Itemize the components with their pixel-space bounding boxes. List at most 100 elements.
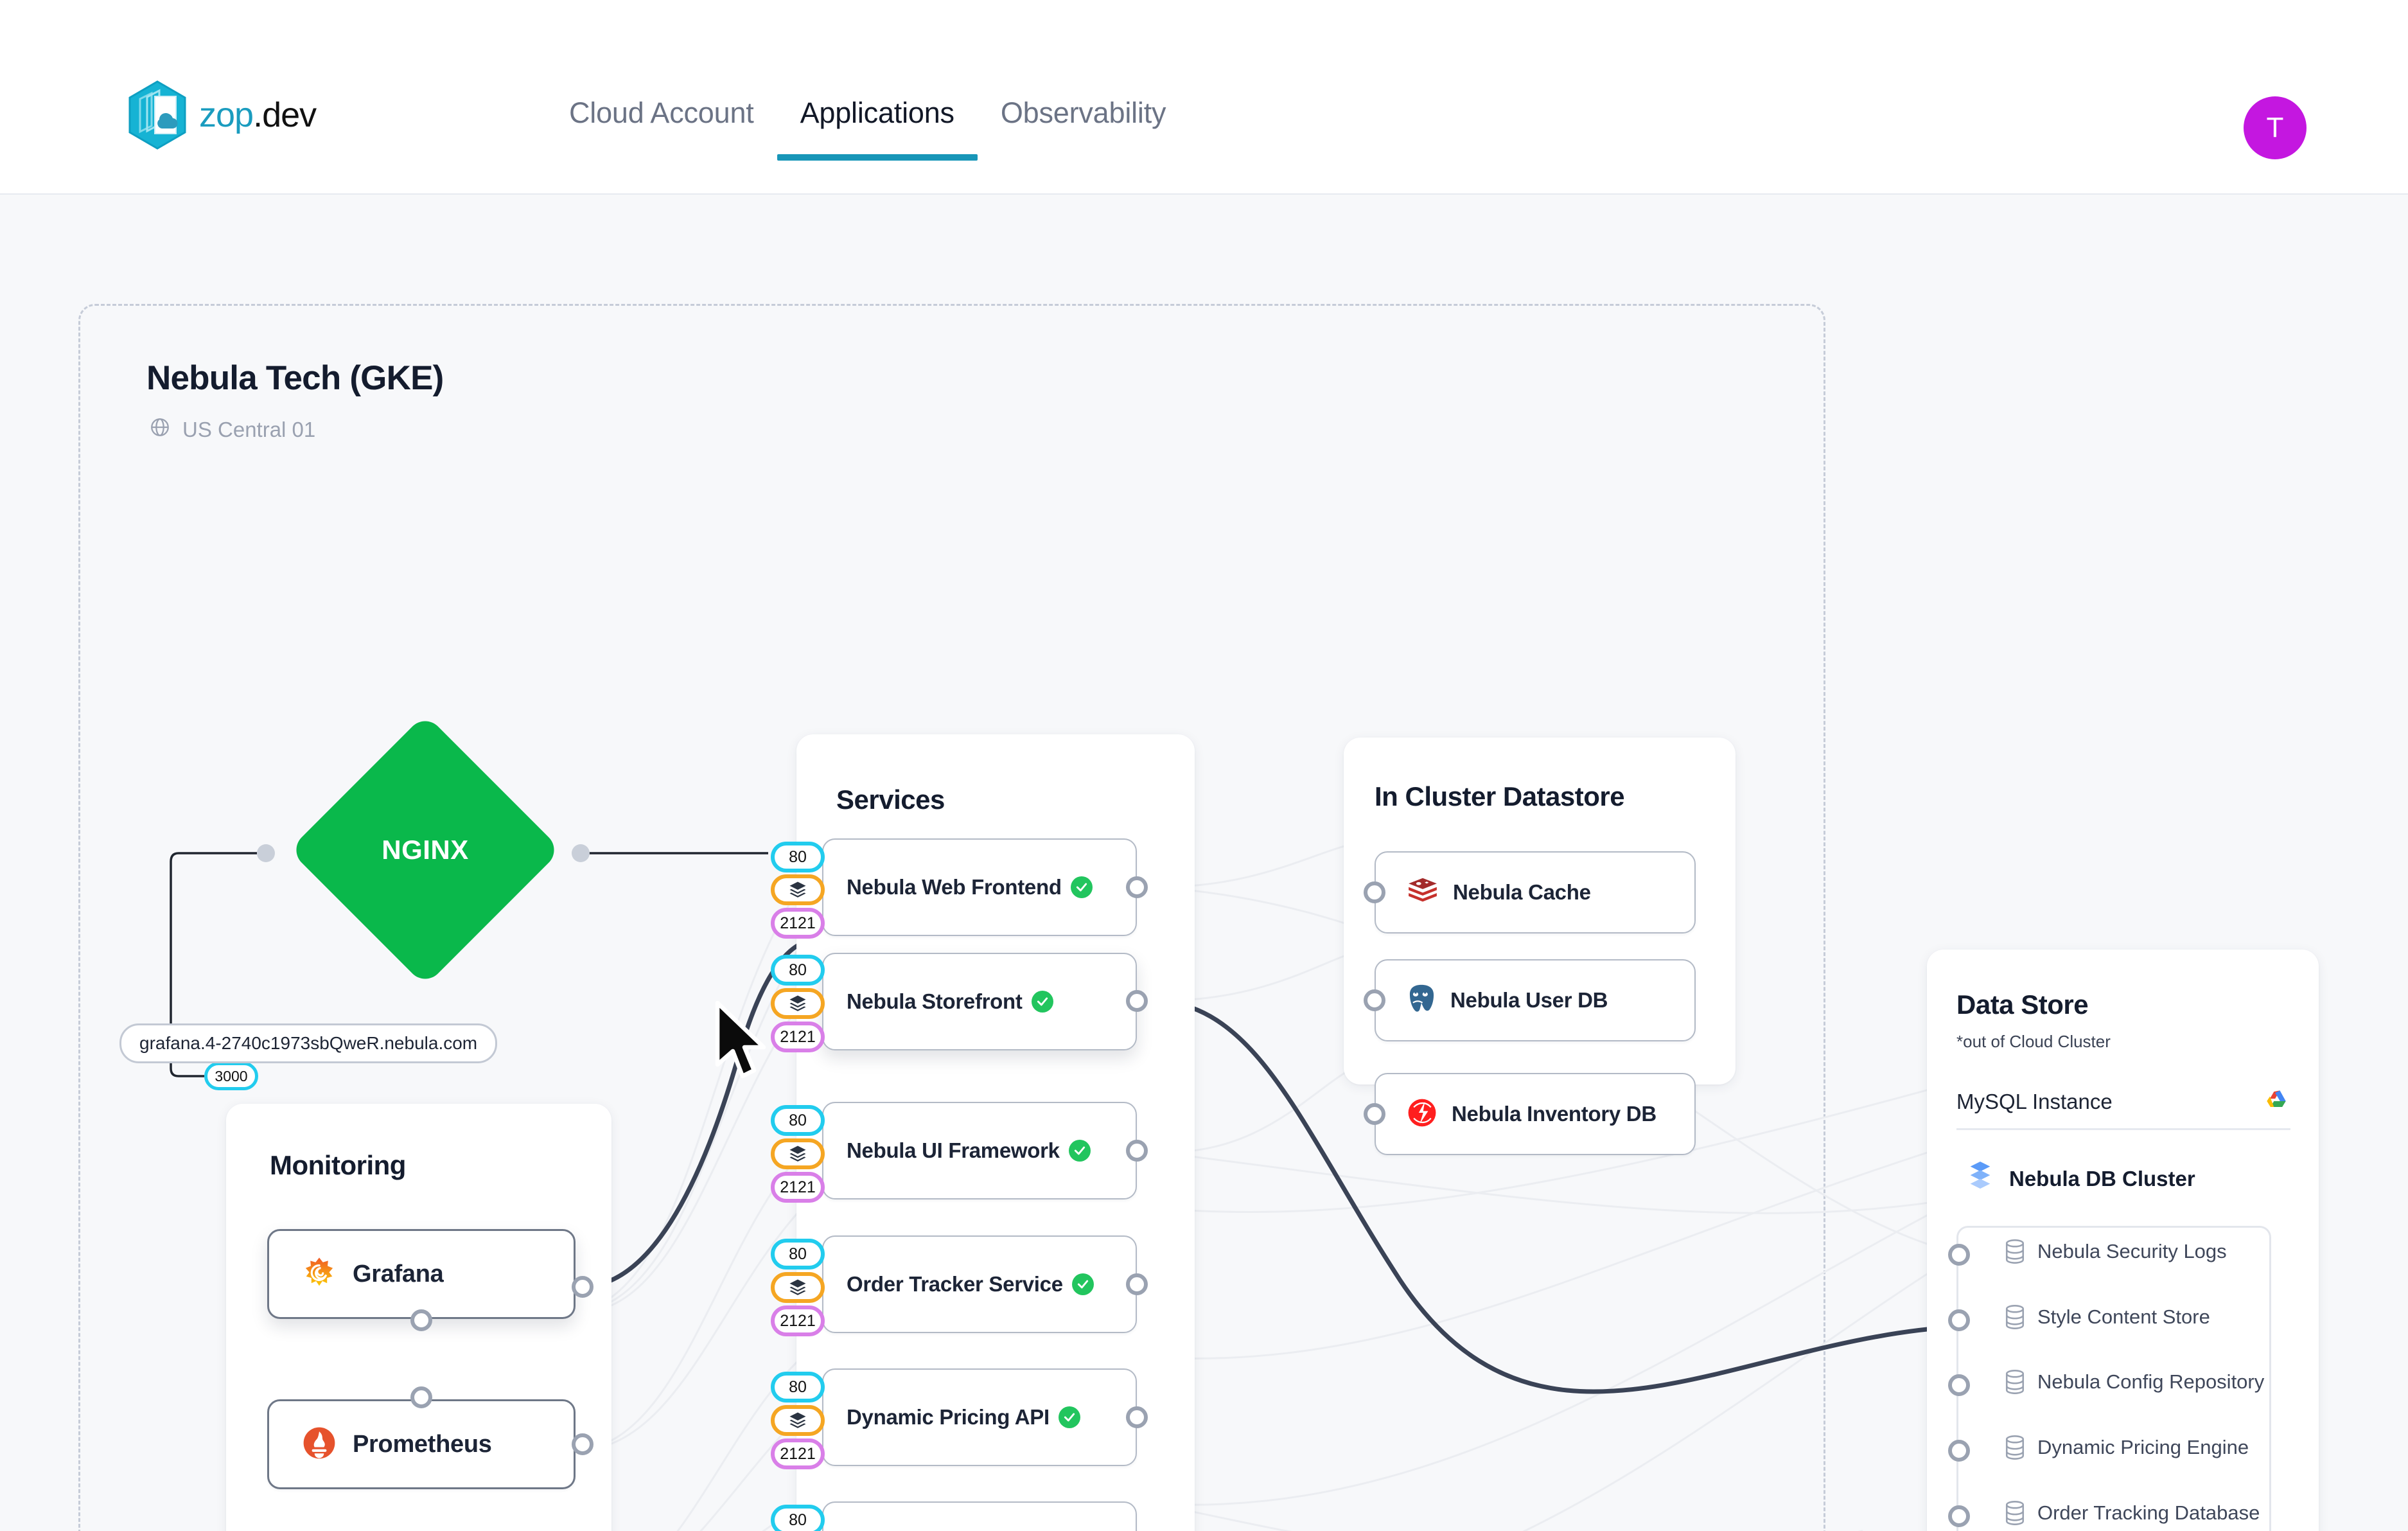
- port-badge-ftp[interactable]: 2121: [771, 1305, 825, 1336]
- service-node-label: Nebula UI Framework: [847, 1138, 1060, 1162]
- nebula-db-cluster-label: Nebula DB Cluster: [2009, 1167, 2195, 1190]
- data-store-subtitle: *out of Cloud Cluster: [1956, 1032, 2111, 1051]
- port-badge-layers[interactable]: [771, 988, 825, 1019]
- database-list-item[interactable]: Nebula Security Logs: [2004, 1239, 2227, 1264]
- status-badge-healthy: [1071, 1273, 1094, 1295]
- database-left-handle[interactable]: [1948, 1309, 1970, 1331]
- architecture-canvas[interactable]: Nebula Tech (GKE) US Central 01: [0, 195, 2408, 1531]
- brand-word-zop: zop: [199, 96, 254, 134]
- data-store-title: Data Store: [1956, 989, 2089, 1020]
- brand-logo[interactable]: zop.dev: [126, 80, 317, 150]
- grafana-right-handle[interactable]: [572, 1276, 593, 1298]
- tab-applications[interactable]: Applications: [777, 96, 978, 161]
- database-left-handle[interactable]: [1948, 1244, 1970, 1266]
- service-right-handle[interactable]: [1126, 876, 1148, 898]
- database-label: Order Tracking Database: [2037, 1501, 2260, 1524]
- port-badge-ftp[interactable]: 2121: [771, 1022, 825, 1052]
- cache-left-handle[interactable]: [1364, 881, 1385, 903]
- service-node[interactable]: Dynamic Pricing API: [822, 1368, 1137, 1466]
- port-badge-http[interactable]: 80: [771, 1372, 825, 1403]
- status-badge-healthy: [1031, 991, 1053, 1013]
- service-right-handle[interactable]: [1126, 1140, 1148, 1162]
- userdb-left-handle[interactable]: [1364, 989, 1385, 1011]
- data-store-panel: Data Store *out of Cloud Cluster MySQL I…: [1927, 950, 2319, 1531]
- prometheus-right-handle[interactable]: [572, 1433, 593, 1455]
- tab-observability[interactable]: Observability: [1000, 96, 1166, 129]
- mysql-instance-row[interactable]: MySQL Instance: [1956, 1088, 2290, 1115]
- prometheus-icon: [303, 1426, 336, 1463]
- service-right-handle[interactable]: [1126, 990, 1148, 1012]
- port-badge-ftp[interactable]: 2121: [771, 1438, 825, 1469]
- datastore-node-cache[interactable]: Nebula Cache: [1375, 851, 1696, 934]
- database-label: Nebula Security Logs: [2037, 1240, 2227, 1262]
- db-cluster-icon: [1965, 1160, 1995, 1198]
- port-badge-ftp[interactable]: 2121: [771, 1172, 825, 1203]
- port-badge-http[interactable]: 80: [771, 955, 825, 986]
- brand-word-dot: .: [253, 96, 263, 134]
- scylladb-icon: [1407, 1097, 1437, 1131]
- datastore-node-userdb[interactable]: Nebula User DB: [1375, 959, 1696, 1041]
- database-left-handle[interactable]: [1948, 1440, 1970, 1462]
- monitoring-node-prometheus[interactable]: Prometheus: [267, 1399, 576, 1489]
- database-label: Dynamic Pricing Engine: [2037, 1436, 2249, 1458]
- port-badge-http[interactable]: 80: [771, 842, 825, 872]
- tab-cloud-account[interactable]: Cloud Account: [569, 96, 754, 129]
- service-node[interactable]: Nebula Web Frontend: [822, 838, 1137, 936]
- redis-icon: [1407, 877, 1439, 908]
- service-node[interactable]: Order Tracker Service: [822, 1235, 1137, 1333]
- port-badge-http[interactable]: 80: [771, 1239, 825, 1270]
- database-list-item[interactable]: Dynamic Pricing Engine: [2004, 1435, 2249, 1460]
- service-node[interactable]: Nebula Storefront: [822, 953, 1137, 1050]
- data-store-divider: [1956, 1128, 2290, 1130]
- service-node[interactable]: Nebula UI Framework: [822, 1102, 1137, 1199]
- inventorydb-left-handle[interactable]: [1364, 1103, 1385, 1125]
- prometheus-top-handle[interactable]: [410, 1386, 432, 1408]
- port-badge-layers[interactable]: [771, 1405, 825, 1436]
- service-right-handle[interactable]: [1126, 1273, 1148, 1295]
- in-cluster-datastore-title: In Cluster Datastore: [1375, 781, 1625, 811]
- port-badge-ftp[interactable]: 2121: [771, 908, 825, 939]
- datastore-node-inventorydb[interactable]: Nebula Inventory DB: [1375, 1073, 1696, 1155]
- brand-word-dev: dev: [262, 96, 317, 134]
- database-left-handle[interactable]: [1948, 1374, 1970, 1396]
- monitoring-node-label: Prometheus: [353, 1430, 492, 1458]
- database-label: Nebula Config Repository: [2037, 1370, 2265, 1393]
- nginx-left-handle[interactable]: [257, 844, 275, 862]
- grafana-bottom-handle[interactable]: [410, 1309, 432, 1331]
- port-badge-layers[interactable]: [771, 1272, 825, 1303]
- nebula-db-cluster-row[interactable]: Nebula DB Cluster: [1965, 1160, 2195, 1198]
- nginx-gateway-node[interactable]: NGINX: [288, 713, 562, 987]
- globe-icon: [149, 416, 171, 443]
- google-cloud-icon: [2262, 1088, 2290, 1115]
- grafana-icon: [303, 1256, 336, 1293]
- nginx-right-handle[interactable]: [572, 844, 590, 862]
- database-list-item[interactable]: Style Content Store: [2004, 1304, 2210, 1330]
- port-badge-3000[interactable]: 3000: [204, 1062, 258, 1090]
- database-list-item[interactable]: Order Tracking Database: [2004, 1500, 2260, 1526]
- port-badge-layers[interactable]: [771, 1138, 825, 1169]
- status-badge-healthy: [1070, 876, 1093, 898]
- grafana-url-pill[interactable]: grafana.4-2740c1973sbQweR.nebula.com: [119, 1023, 498, 1063]
- port-badge-http[interactable]: 80: [771, 1505, 825, 1531]
- database-icon: [2004, 1500, 2026, 1526]
- service-node-label: Dynamic Pricing API: [847, 1405, 1050, 1429]
- database-icon: [2004, 1435, 2026, 1460]
- port-badge-layers[interactable]: [771, 874, 825, 905]
- monitoring-node-grafana[interactable]: Grafana: [267, 1229, 576, 1319]
- database-icon: [2004, 1369, 2026, 1395]
- database-label: Style Content Store: [2037, 1305, 2210, 1328]
- port-badge-http[interactable]: 80: [771, 1105, 825, 1136]
- datastore-node-label: Nebula Inventory DB: [1452, 1102, 1657, 1126]
- database-left-handle[interactable]: [1948, 1505, 1970, 1527]
- datastore-node-label: Nebula Cache: [1453, 880, 1591, 904]
- monitoring-node-label: Grafana: [353, 1260, 444, 1288]
- zop-hexagon-cloud-icon: [126, 80, 189, 150]
- user-avatar[interactable]: T: [2244, 96, 2307, 159]
- service-node-label: Nebula Web Frontend: [847, 875, 1062, 899]
- service-node[interactable]: Nebula Infra Manager: [822, 1501, 1137, 1531]
- database-icon: [2004, 1304, 2026, 1330]
- database-list-item[interactable]: Nebula Config Repository: [2004, 1369, 2264, 1395]
- service-right-handle[interactable]: [1126, 1406, 1148, 1428]
- mysql-instance-label: MySQL Instance: [1956, 1089, 2113, 1113]
- status-badge-healthy: [1058, 1406, 1080, 1428]
